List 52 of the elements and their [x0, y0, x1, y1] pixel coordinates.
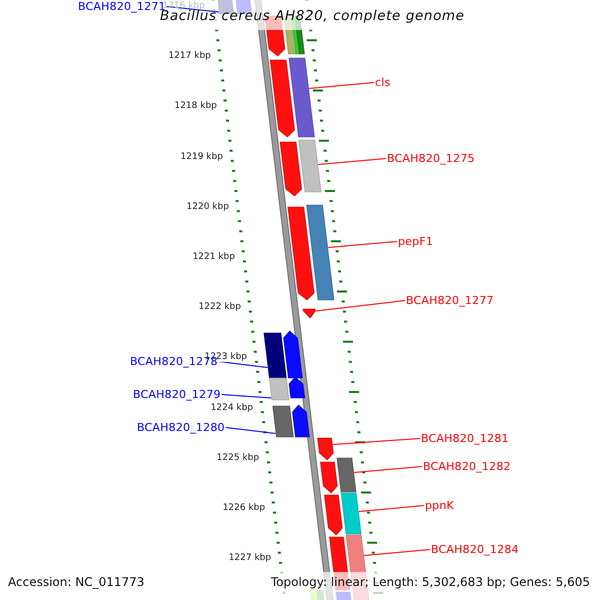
leader-line: [225, 427, 276, 434]
gene-block: [340, 492, 362, 534]
leader-line: [358, 505, 424, 512]
gene-label: BCAH820_1277: [406, 295, 494, 306]
accession-text: Accession: NC_011773: [8, 576, 144, 588]
gene-label: pepF1: [398, 236, 434, 247]
scale-label: 1227 kbp: [228, 554, 272, 564]
gene-label: BCAH820_1282: [423, 461, 511, 472]
gene-block: [302, 308, 316, 318]
leader-line: [328, 241, 398, 248]
gene-label: BCAH820_1284: [431, 544, 519, 555]
scale-label: 1224 kbp: [210, 404, 254, 413]
genome-info-text: Topology: linear; Length: 5,302,683 bp; Genes: 5,605: [270, 576, 590, 588]
leader-line: [332, 438, 420, 445]
gene-block: [270, 60, 295, 138]
scale-label: 1220 kbp: [186, 202, 229, 212]
gene-block: [292, 404, 310, 438]
leader-line: [364, 549, 430, 556]
scale-label: 1218 kbp: [174, 102, 217, 112]
gene-label: BCAH820_1271: [78, 1, 166, 12]
gene-block: [264, 332, 287, 378]
leader-line: [318, 158, 386, 165]
gene-label: cls: [375, 77, 390, 88]
gene-label: BCAH820_1275: [387, 153, 475, 164]
scale-label: 1226 kbp: [222, 504, 266, 513]
leader-line: [315, 300, 406, 312]
gene-block: [272, 406, 294, 438]
gene-block: [298, 140, 322, 192]
scale-label: 1225 kbp: [216, 454, 260, 463]
scale-label: 1222 kbp: [198, 303, 241, 312]
gene-label: ppnK: [425, 500, 454, 511]
gene-block: [288, 206, 314, 300]
gene-block: [306, 204, 334, 300]
scale-label: 1221 kbp: [192, 253, 235, 262]
leader-line: [354, 466, 422, 473]
gene-block: [288, 58, 315, 138]
gene-block: [324, 494, 343, 536]
leader-line: [221, 394, 272, 398]
gene-block: [288, 376, 306, 398]
scale-label: 1217 kbp: [168, 52, 211, 62]
gene-block: [269, 378, 290, 400]
gene-block: [336, 458, 356, 492]
gene-label: BCAH820_1280: [137, 422, 225, 433]
gene-block: [280, 142, 302, 196]
leader-line: [166, 6, 220, 12]
scale-label: 1219 kbp: [180, 152, 223, 162]
gene-label: BCAH820_1281: [421, 433, 509, 444]
gene-label: BCAH820_1279: [133, 389, 221, 400]
leader-line: [308, 82, 374, 89]
leader-line: [218, 361, 268, 368]
gene-block: [317, 438, 334, 460]
gene-block: [320, 462, 338, 494]
